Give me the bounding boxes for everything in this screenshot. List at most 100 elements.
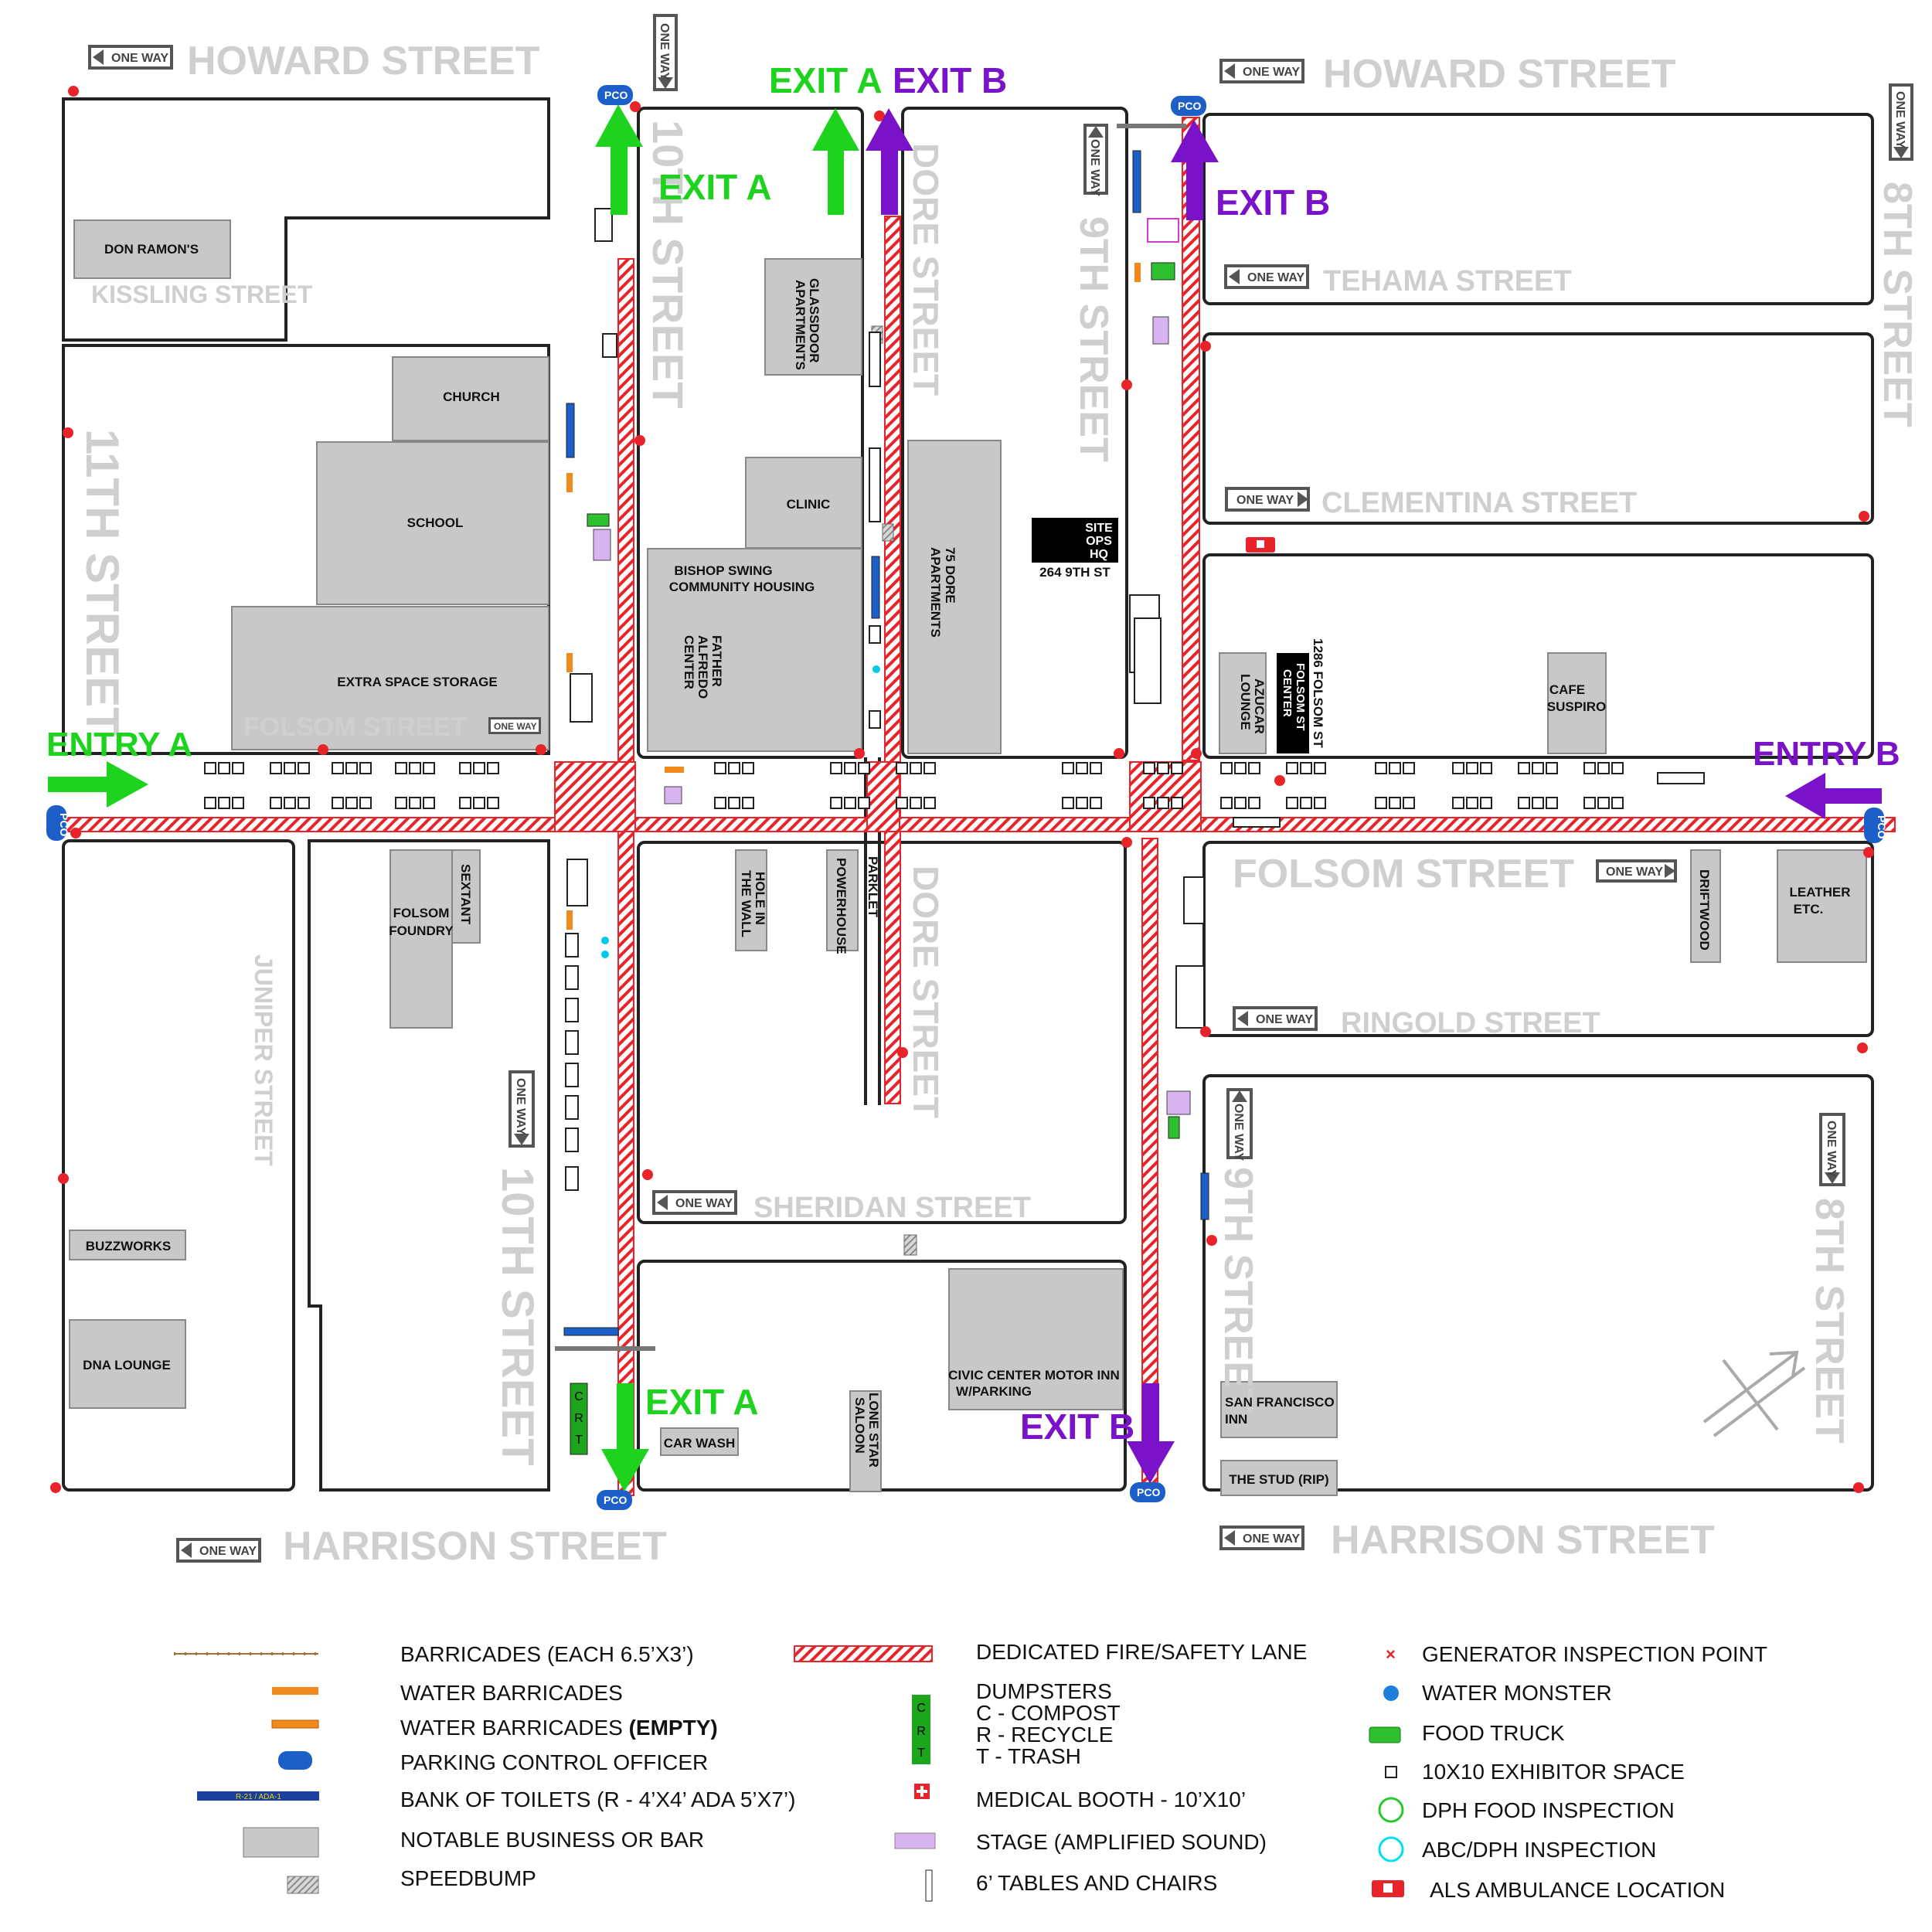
label-sf-inn-2: INN — [1225, 1412, 1247, 1427]
pco-icon: PCO — [597, 1490, 632, 1510]
flow-labels: EXIT A EXIT B EXIT A EXIT B EXIT A EXIT … — [46, 60, 1900, 1447]
building-cafe-suspiro — [1547, 652, 1607, 754]
exhibitor-table — [1090, 762, 1102, 774]
exhibitor-table — [1518, 797, 1530, 809]
exhibitor-table — [1611, 762, 1624, 774]
label-howard-left: HOWARD STREET — [187, 39, 540, 83]
abc-dph-inspection — [872, 665, 880, 673]
exhibitor-table — [910, 762, 922, 774]
exhibitor-spaces — [565, 208, 1705, 1191]
exhibitor-table — [742, 762, 754, 774]
label-eleventh: 11TH STREET — [77, 429, 128, 736]
svg-text:ONE WAY: ONE WAY — [1606, 866, 1663, 879]
label-folsom-upper: FOLSOM STREET — [243, 713, 467, 742]
exhibitor-table — [1532, 762, 1544, 774]
exhibitor-table — [1314, 797, 1326, 809]
label-howard-right: HOWARD STREET — [1323, 52, 1676, 97]
svg-text:NOTABLE BUSINESS OR BAR: NOTABLE BUSINESS OR BAR — [400, 1828, 704, 1852]
water-barricade — [566, 910, 573, 930]
dumpster-crt: C R T — [570, 1383, 588, 1455]
exit-a-arrow-north-tenth — [595, 104, 643, 215]
exhibitor-table — [1220, 762, 1233, 774]
exhibitor-table — [1234, 797, 1247, 809]
exhibitor-table — [858, 762, 870, 774]
label-leather-1: LEATHER — [1789, 885, 1850, 900]
exhibitor-table — [742, 797, 754, 809]
ambulance-icon — [1246, 537, 1275, 553]
one-way-sign-vertical: ONE WAY — [653, 14, 678, 91]
exhibitor-table — [270, 762, 282, 774]
svg-text:PCO: PCO — [58, 813, 70, 836]
label-parklet: PARKLET — [866, 856, 880, 918]
one-way-sign-vertical: ONE WAY — [1819, 1113, 1845, 1186]
stage — [1166, 1090, 1191, 1115]
legend-tables: 6’ TABLES AND CHAIRS — [925, 1869, 1217, 1902]
exhibitor-table — [359, 797, 372, 809]
svg-text:DPH FOOD INSPECTION: DPH FOOD INSPECTION — [1422, 1798, 1675, 1822]
label-exit-a-bottom: EXIT A — [645, 1382, 759, 1422]
exhibitor-table — [844, 762, 856, 774]
svg-text:ONE WAY: ONE WAY — [1232, 1104, 1245, 1161]
toilet-bank — [871, 556, 880, 619]
exhibitor-table — [298, 762, 310, 774]
label-car-wash: CAR WASH — [664, 1436, 736, 1451]
exhibitor-table — [298, 797, 310, 809]
speedbump — [903, 1234, 917, 1256]
label-site-3: HQ — [1090, 548, 1108, 561]
exhibitor-table — [204, 797, 216, 809]
one-way-sign-vertical: ONE WAY — [1889, 83, 1913, 161]
label-kissling: KISSLING STREET — [91, 281, 313, 308]
label-tenth-lower: 10TH STREET — [492, 1167, 543, 1466]
label-exit-a-tenth: EXIT A — [658, 167, 772, 207]
legend-water-barricades-empty: WATER BARRICADES (EMPTY) — [271, 1716, 718, 1740]
svg-text:MEDICAL BOOTH - 10’X10’: MEDICAL BOOTH - 10’X10’ — [976, 1787, 1246, 1811]
exit-a-arrow-north-dore — [812, 108, 859, 215]
exhibitor-tables — [204, 762, 1624, 809]
label-sheridan: SHERIDAN STREET — [753, 1192, 1031, 1224]
exhibitor-table — [487, 797, 499, 809]
exhibitor-table — [1076, 797, 1088, 809]
label-azucar-2: LOUNGE — [1238, 674, 1253, 730]
label-exit-a-top: EXIT A — [769, 60, 883, 100]
exhibitor-table — [1220, 797, 1233, 809]
svg-text:BANK OF TOILETS (R - 4’X4’ ADA: BANK OF TOILETS (R - 4’X4’ ADA 5’X7’) — [400, 1787, 795, 1811]
label-site-2: OPS — [1086, 535, 1112, 548]
pco-icon: PCO — [46, 805, 70, 841]
exhibitor-table — [1076, 762, 1088, 774]
fire-lane-dore — [884, 216, 901, 1104]
exhibitor-table — [345, 797, 358, 809]
exhibitor-table — [459, 797, 471, 809]
label-fsc-1: FOLSOM ST — [1294, 663, 1307, 731]
label-exit-b-bottom: EXIT B — [1020, 1406, 1134, 1447]
label-hole-2: THE WALL — [739, 870, 753, 937]
legend-ambulance: ALS AMBULANCE LOCATION — [1372, 1878, 1725, 1902]
label-bishop-1: BISHOP SWING — [674, 563, 772, 578]
exhibitor-table — [1518, 762, 1530, 774]
label-ringold: RINGOLD STREET — [1341, 1007, 1600, 1039]
stage — [664, 786, 682, 804]
one-way-sign: ONE WAY — [488, 717, 541, 734]
exhibitor-table — [218, 762, 230, 774]
legend-water-monster: WATER MONSTER — [1383, 1681, 1612, 1705]
pco-icon: PCO — [1171, 96, 1206, 116]
business-labels: DON RAMON'S CHURCH SCHOOL EXTRA SPACE ST… — [83, 242, 1850, 1487]
exhibitor-table — [1286, 797, 1298, 809]
label-ninth-upper: 9TH STREET — [1071, 216, 1116, 462]
exhibitor-table — [359, 762, 372, 774]
svg-text:ONE WAY: ONE WAY — [111, 52, 168, 65]
svg-text:FOOD TRUCK: FOOD TRUCK — [1422, 1721, 1565, 1745]
legend: BARRICADES (EACH 6.5’X3’) WATER BARRICAD… — [174, 1640, 1767, 1902]
svg-text:WATER MONSTER: WATER MONSTER — [1422, 1681, 1612, 1705]
building-leather — [1777, 849, 1867, 963]
svg-text:ONE WAY: ONE WAY — [494, 721, 537, 732]
building-church — [392, 356, 549, 441]
label-tenth-upper: 10TH STREET — [644, 120, 692, 408]
food-truck — [1151, 262, 1175, 281]
exhibitor-table — [1466, 797, 1478, 809]
svg-text:10X10 EXHIBITOR SPACE: 10X10 EXHIBITOR SPACE — [1422, 1760, 1685, 1784]
label-fsc-addr: 1286 FOLSOM ST — [1311, 638, 1325, 748]
one-way-sign: ONE WAY — [652, 1190, 737, 1215]
exhibitor-table — [395, 797, 407, 809]
building-civic-center — [948, 1268, 1124, 1410]
